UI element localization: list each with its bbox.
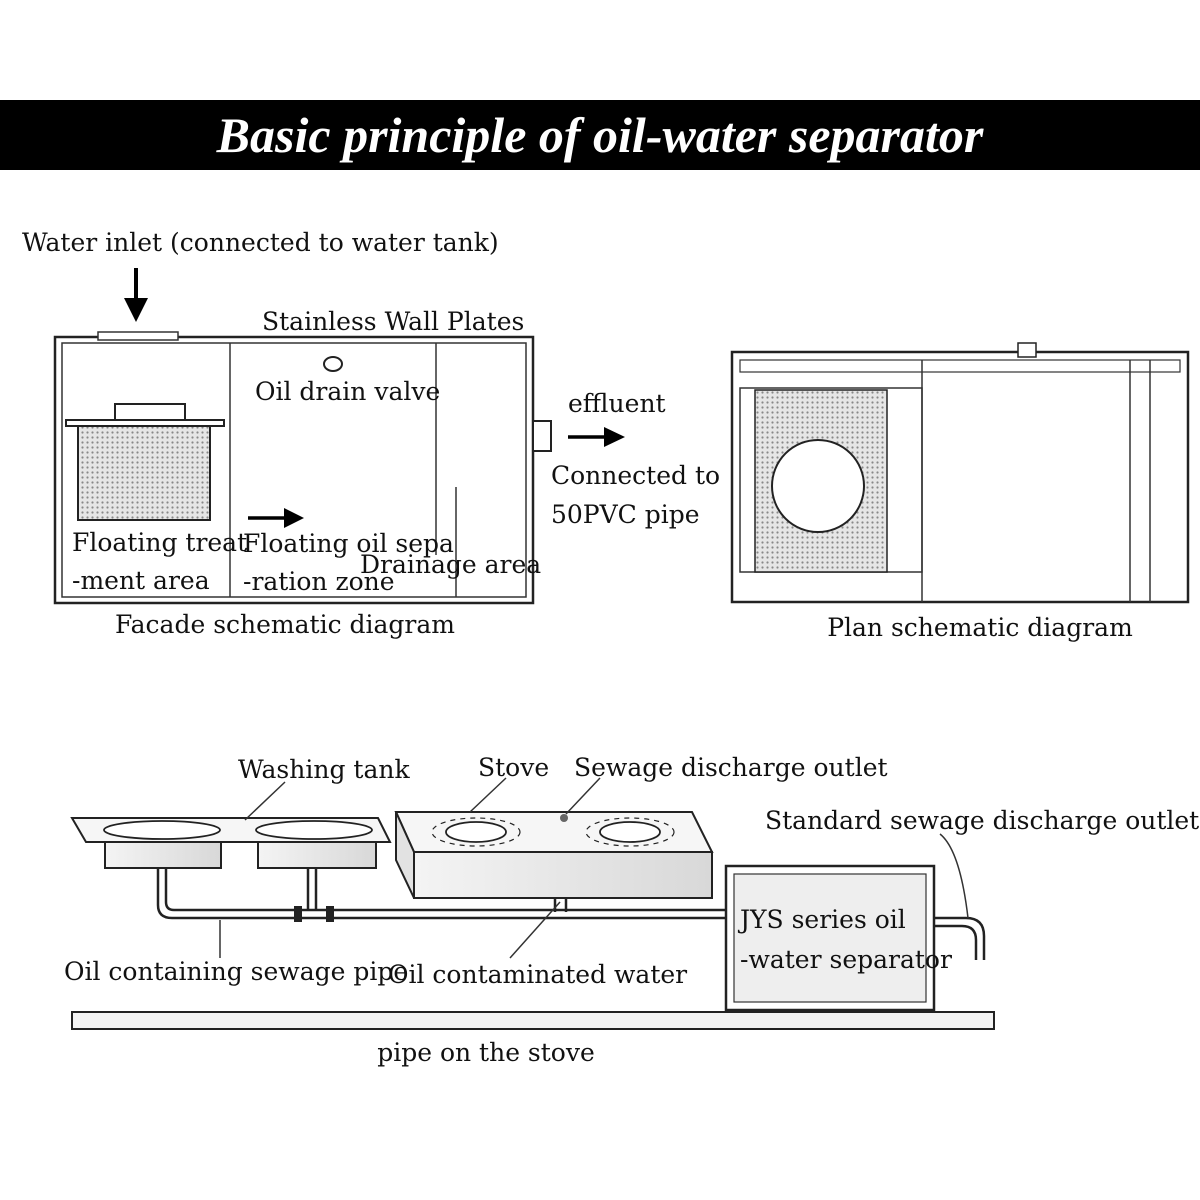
plan-caption: Plan schematic diagram: [827, 613, 1133, 642]
label-washing-tank: Washing tank: [238, 755, 410, 784]
label-wall-plates: Stainless Wall Plates: [262, 307, 524, 336]
label-connected-2: 50PVC pipe: [551, 500, 700, 529]
label-oil-drain-valve: Oil drain valve: [255, 377, 440, 406]
facade-tank-inner: [61, 342, 527, 598]
sink-bowl-left: [104, 841, 222, 869]
label-sewage-outlet: Sewage discharge outlet: [574, 753, 888, 782]
pipe-joint-2: [326, 906, 334, 922]
label-separator-2: -water separator: [740, 945, 952, 974]
inlet-plate: [97, 331, 179, 341]
plan-valve: [1017, 342, 1037, 358]
basket-mesh: [77, 425, 211, 521]
label-contaminated-water: Oil contaminated water: [388, 960, 687, 989]
plan-drain-hole: [771, 439, 865, 533]
leader-contaminated-water: [509, 901, 561, 959]
separator-panel: [733, 873, 927, 1003]
drain-pipe-left-outer: [156, 868, 728, 920]
oil-drain-valve-icon: [323, 356, 343, 372]
sewage-outlet-dot: [560, 814, 568, 822]
stove-top: [394, 811, 714, 853]
basket-handle: [114, 403, 186, 421]
label-drainage-area: Drainage area: [360, 550, 541, 579]
label-effluent: effluent: [568, 389, 666, 418]
label-water-inlet: Water inlet (connected to water tank): [22, 228, 499, 257]
stove-pipe-bar: [71, 1011, 995, 1030]
label-floating-oil-1: Floating oil sepa: [243, 529, 454, 558]
label-sewage-pipe: Oil containing sewage pipe: [64, 957, 408, 986]
outlet-nozzle: [532, 420, 552, 452]
sink-bowl-right: [257, 841, 377, 869]
pipe-joint-1: [294, 906, 302, 922]
plan-diagram: Plan schematic diagram: [730, 342, 1190, 642]
leader-standard-outlet: [939, 833, 969, 919]
facade-diagram: Water inlet (connected to water tank) St…: [22, 228, 720, 639]
facade-tank-outline: [53, 335, 535, 605]
leader-stove: [469, 777, 507, 813]
facade-caption: Facade schematic diagram: [115, 610, 455, 639]
title-banner: [0, 100, 1200, 170]
effluent-arrow-icon: [604, 427, 625, 447]
label-separator-1: JYS series oil: [737, 905, 906, 934]
flow-arrow-icon: [284, 508, 304, 528]
inlet-arrow-icon: [124, 298, 148, 322]
sink-basin-right: [255, 820, 373, 840]
burner-right-icon: [585, 817, 675, 847]
plan-top-rail: [739, 359, 1181, 373]
label-floating-treat-2: -ment area: [72, 566, 210, 595]
drain-pipe-left-inner: [164, 868, 728, 912]
plan-tank-outline: [730, 350, 1190, 604]
leader-washing-tank: [244, 781, 286, 821]
label-floating-treat-1: Floating treat: [72, 528, 247, 557]
label-standard-outlet: Standard sewage discharge outlet: [765, 806, 1199, 835]
page-title: Basic principle of oil-water separator: [216, 107, 984, 163]
label-stove: Stove: [478, 753, 549, 782]
burner-left-icon: [431, 817, 521, 847]
label-connected-1: Connected to: [551, 461, 720, 490]
label-pipe-on-stove: pipe on the stove: [377, 1038, 595, 1067]
separator-outlet-pipe-outer: [934, 916, 986, 960]
install-diagram: Washing tank Stove Sewage discharge outl…: [64, 753, 1199, 1067]
leader-sewage-outlet: [565, 777, 601, 815]
stove-front: [413, 851, 713, 899]
label-floating-oil-2: -ration zone: [243, 567, 395, 596]
sink-basin-left: [103, 820, 221, 840]
separator-outlet-pipe-inner: [934, 924, 978, 960]
